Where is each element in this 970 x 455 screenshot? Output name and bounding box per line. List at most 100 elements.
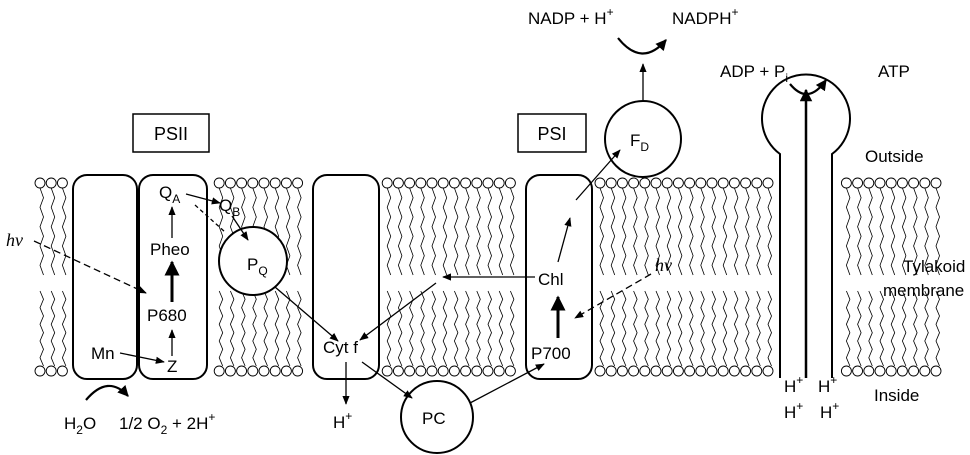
lipid-tail [767, 290, 772, 367]
proton-3: H+ [784, 399, 803, 422]
lipid-head [426, 177, 438, 189]
qb-label: QB [219, 196, 240, 219]
z-label: Z [167, 357, 177, 376]
lipid-head [919, 177, 931, 189]
lipid-head [908, 365, 920, 377]
lipid-tail [498, 187, 504, 276]
lipid-tail [868, 290, 873, 367]
lipid-head [650, 365, 662, 377]
lipid-tail [868, 187, 873, 276]
lipid-tail [700, 290, 705, 367]
lipid-head [448, 177, 460, 189]
lipid-head [874, 177, 886, 189]
lipid-tail [913, 290, 918, 367]
lipid-head [292, 177, 304, 189]
lipid-head [616, 177, 628, 189]
lipid-tail [711, 290, 716, 367]
lipid-tail [297, 290, 302, 367]
psii-label-box [132, 113, 210, 153]
lipid-tail [285, 187, 291, 276]
fd-circle [604, 100, 682, 178]
lipid-tail [610, 187, 616, 276]
lipid-tail [50, 290, 56, 367]
lipid-head [639, 177, 651, 189]
outside-label: Outside [865, 147, 924, 166]
lipid-head [695, 365, 707, 377]
lipid-tail [901, 187, 907, 276]
lipid-tail [39, 187, 44, 276]
lipid-head [471, 365, 483, 377]
lipid-tail [442, 290, 448, 367]
lipid-head [56, 177, 68, 189]
lipid-tail [767, 187, 772, 276]
lipid-tail [890, 187, 896, 276]
lipid-tail [633, 187, 638, 276]
lipid-head [247, 177, 259, 189]
lipid-tail [689, 290, 694, 367]
lipid-head [247, 365, 259, 377]
tylakoid-label: Tylakoid [903, 257, 965, 276]
nadp-label: NADP + H+ [528, 5, 614, 28]
lipid-tail [487, 290, 492, 367]
lipid-tail [733, 187, 739, 276]
lipid-head [717, 365, 729, 377]
lipid-head [706, 177, 718, 189]
lipid-head [852, 365, 864, 377]
lipid-tail [655, 290, 660, 367]
lipid-tail [700, 187, 705, 276]
psi-label: PSI [537, 124, 566, 144]
lipid-head [213, 365, 225, 377]
lipid-head [482, 177, 494, 189]
mn-label: Mn [91, 344, 115, 363]
lipid-tail [397, 290, 403, 367]
lipid-tail [61, 290, 67, 367]
lipid-head [493, 365, 505, 377]
lipid-tail [644, 187, 649, 276]
pc-circle [400, 380, 474, 454]
lipid-tail [39, 290, 44, 367]
photon-left-label: hν [6, 230, 23, 250]
lipid-tail [241, 290, 246, 367]
lipid-head [605, 177, 617, 189]
lipid-tail [745, 290, 750, 367]
lipid-head [392, 365, 404, 377]
qa-label: QA [159, 183, 180, 206]
lipid-head [728, 177, 740, 189]
lipid-tail [890, 290, 896, 367]
lipid-tail [722, 290, 728, 367]
lipid-tail [879, 187, 884, 276]
lipid-head [661, 177, 673, 189]
lipid-tail [857, 187, 862, 276]
lipid-head [258, 177, 270, 189]
lipid-tail [465, 187, 470, 276]
lipid-head [919, 365, 931, 377]
lipid-tail [689, 187, 694, 276]
lipid-head [415, 177, 427, 189]
lipid-tail [756, 187, 761, 276]
lipid-tail [845, 187, 851, 276]
lipid-head [493, 177, 505, 189]
lipid-head [460, 177, 472, 189]
lipid-tail [599, 187, 604, 276]
lipid-tail [901, 290, 907, 367]
lipid-tail [599, 290, 604, 367]
lipid-tail [913, 187, 918, 276]
lipid-tail [633, 290, 638, 367]
lipid-head [930, 177, 942, 189]
lipid-head [381, 365, 393, 377]
lipid-head [594, 365, 606, 377]
lipid-head [45, 365, 57, 377]
lipid-tail [610, 290, 616, 367]
lipid-tail [509, 187, 515, 276]
lipid-tail [386, 187, 392, 276]
lipid-tail [711, 187, 716, 276]
lipid-head [34, 365, 46, 377]
lipid-head [628, 365, 640, 377]
lipid-tail [61, 187, 67, 276]
adp-label: ADP + Pi [720, 62, 788, 85]
lipid-tail [420, 187, 425, 276]
lipid-head [448, 365, 460, 377]
lipid-tail [935, 290, 940, 367]
lipid-head [269, 365, 281, 377]
lipid-head [751, 177, 763, 189]
